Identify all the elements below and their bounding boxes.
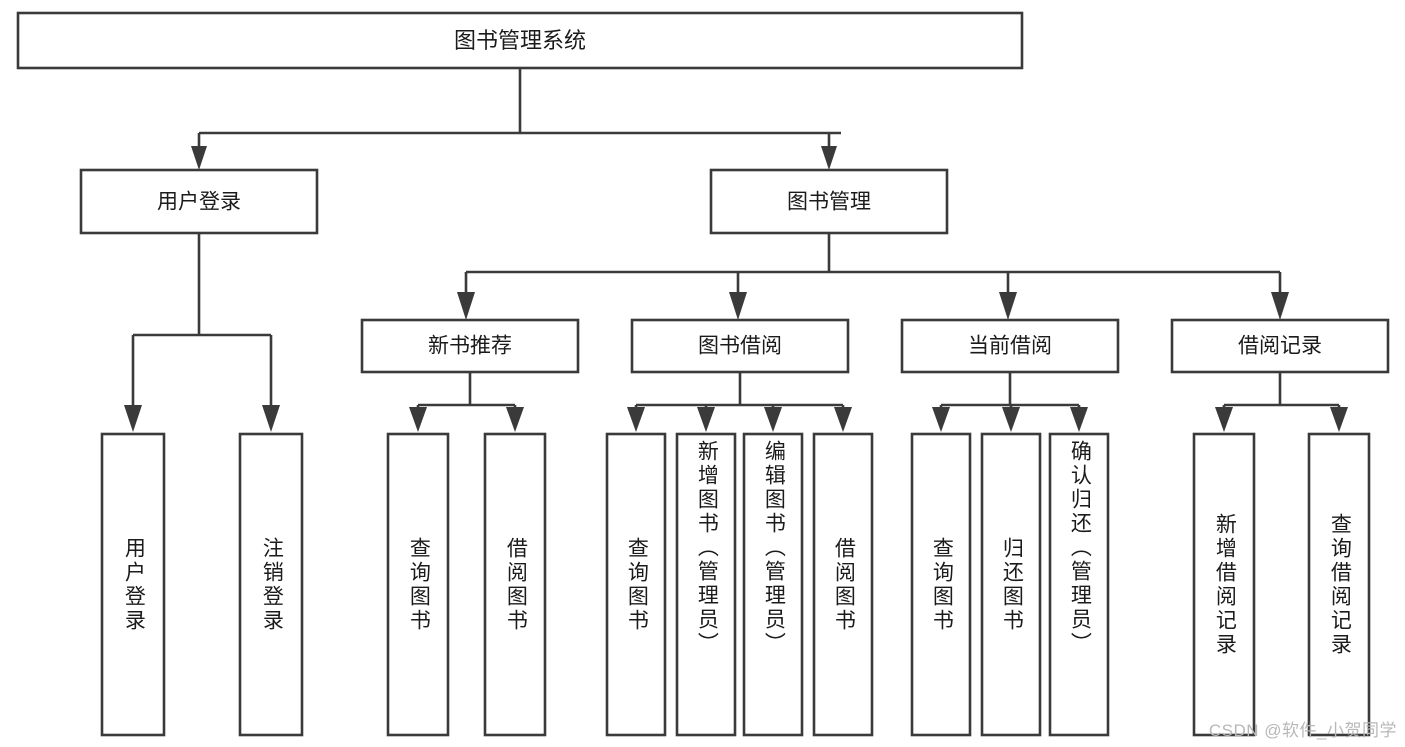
connector-book-manage-to-level3 <box>457 233 1289 320</box>
leaf-box-book-borrow-1[interactable] <box>605 432 667 737</box>
leaf-box-new-book-1[interactable] <box>386 432 450 737</box>
leaf-box-user-login-1[interactable] <box>100 432 166 737</box>
connector-borrow-record-to-leaves <box>1215 372 1348 432</box>
node-root-system[interactable]: 图书管理系统 <box>16 11 1024 70</box>
connector-current-borrow-to-leaves <box>932 372 1088 432</box>
leaf-box-book-borrow-4[interactable] <box>812 432 874 737</box>
node-book-management-label: 图书管理 <box>787 191 871 214</box>
node-book-borrow[interactable]: 图书借阅 <box>630 318 850 374</box>
leaf-box-new-book-2[interactable] <box>483 432 547 737</box>
leaf-box-borrow-record-1[interactable] <box>1192 432 1256 737</box>
node-new-book-recommend[interactable]: 新书推荐 <box>360 318 580 374</box>
leaf-box-current-borrow-1[interactable] <box>910 432 972 737</box>
csdn-watermark: CSDN @软件_小贺同学 <box>1208 721 1397 740</box>
leaf-box-current-borrow-3[interactable] <box>1048 432 1110 737</box>
node-current-borrow[interactable]: 当前借阅 <box>900 318 1120 374</box>
node-user-login-label: 用户登录 <box>157 191 241 214</box>
node-current-borrow-label: 当前借阅 <box>968 335 1052 358</box>
connector-root-to-level2 <box>191 68 841 170</box>
connector-user-login-to-leaves <box>124 233 280 432</box>
leaf-boxes <box>100 432 1371 737</box>
leaf-box-user-login-2[interactable] <box>238 432 304 737</box>
leaf-box-current-borrow-2[interactable] <box>980 432 1042 737</box>
leaf-box-book-borrow-2[interactable] <box>675 432 737 737</box>
node-book-management[interactable]: 图书管理 <box>709 168 949 235</box>
node-book-borrow-label: 图书借阅 <box>698 335 782 358</box>
node-user-login[interactable]: 用户登录 <box>79 168 319 235</box>
leaf-box-book-borrow-3[interactable] <box>742 432 804 737</box>
node-borrow-record[interactable]: 借阅记录 <box>1170 318 1390 374</box>
connector-new-book-to-leaves <box>409 372 524 432</box>
connector-book-borrow-to-leaves <box>627 372 852 432</box>
leaf-box-borrow-record-2[interactable] <box>1307 432 1371 737</box>
node-borrow-record-label: 借阅记录 <box>1238 335 1322 358</box>
node-root-system-label: 图书管理系统 <box>454 28 586 53</box>
node-new-book-recommend-label: 新书推荐 <box>428 335 512 358</box>
